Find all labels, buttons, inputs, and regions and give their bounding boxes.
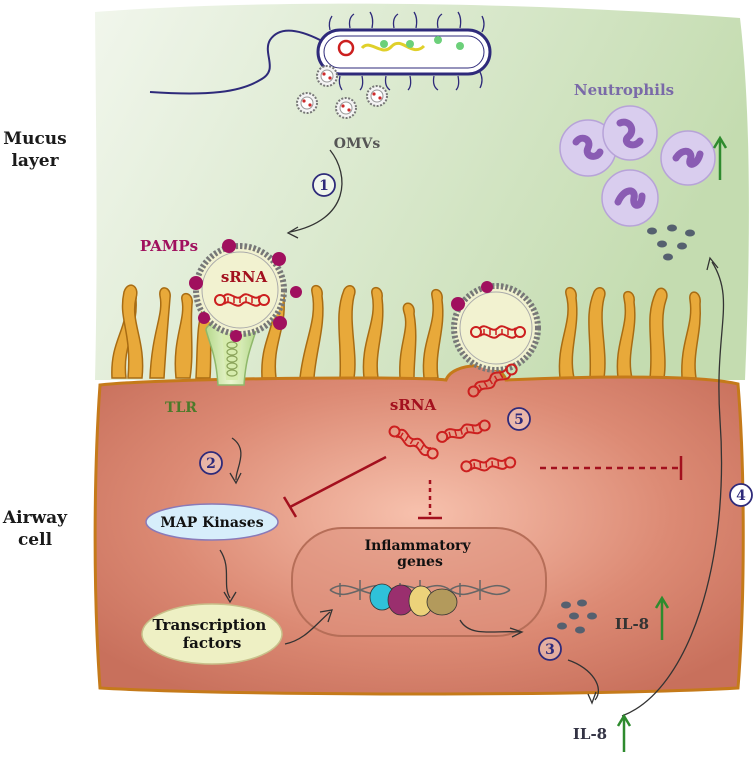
nucleus — [291, 527, 547, 637]
up-arrow-icon — [654, 595, 670, 640]
inflammatory-genes-label: Inflammatory genes — [365, 538, 476, 570]
srna-vesicle-label: sRNA — [221, 268, 268, 286]
up-arrow-icon — [712, 135, 728, 180]
neutrophils-label: Neutrophils — [574, 81, 674, 99]
bacterium-icon — [149, 11, 492, 95]
inhibition-arrows — [282, 455, 683, 520]
transcription-factors-node — [141, 603, 283, 665]
svg-text:2: 2 — [206, 456, 216, 472]
flow-arrows — [219, 149, 725, 717]
map-kinases-label: MAP Kinases — [160, 515, 263, 531]
transcription-factors-label: Transcription factors — [152, 616, 271, 652]
transcription-complex-icon — [369, 583, 458, 617]
airway-cell-label: Airway cell — [2, 508, 68, 550]
pamps-label: PAMPs — [140, 237, 198, 255]
svg-text:3: 3 — [545, 642, 555, 658]
step-markers: 1 2 3 4 5 — [199, 173, 753, 661]
tlr-receptor — [205, 320, 257, 386]
step-3-marker: 3 — [538, 637, 562, 661]
neutrophil-icon — [559, 105, 716, 227]
svg-text:1: 1 — [319, 178, 329, 194]
pamps-dots — [189, 239, 302, 342]
omvs-label: OMVs — [334, 136, 381, 152]
il8-outside-label: IL-8 — [573, 725, 607, 743]
step-1-marker: 1 — [312, 173, 336, 197]
mucus-layer-label: Mucus layer — [3, 129, 67, 171]
svg-text:5: 5 — [514, 412, 524, 428]
il8-cell-label: IL-8 — [615, 615, 649, 633]
svg-text:4: 4 — [736, 488, 746, 504]
up-arrow-icon — [616, 713, 632, 752]
step-4-marker: 4 — [729, 483, 753, 507]
tlr-label: TLR — [165, 400, 197, 416]
omv-vesicle-pamps: sRNA — [189, 239, 302, 342]
srna-cell-label: sRNA — [390, 396, 437, 414]
step-5-marker: 5 — [507, 407, 531, 431]
omv-vesicle-fusing — [451, 281, 541, 373]
step-2-marker: 2 — [199, 451, 223, 475]
map-kinases-node — [145, 503, 279, 541]
